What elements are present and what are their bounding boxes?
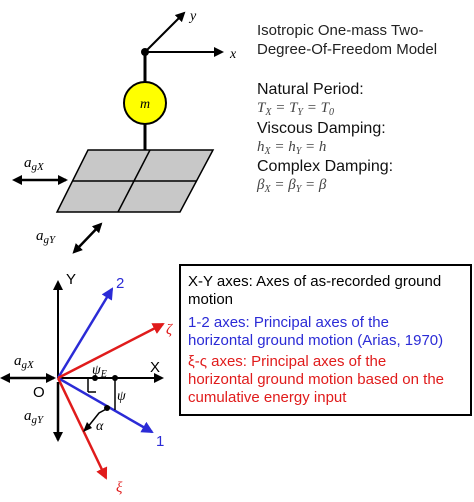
psi-dot	[112, 375, 118, 381]
legend-blue-line2: horizontal ground motion (Arias, 1970)	[188, 332, 443, 349]
model-title-line1: Isotropic One-mass Two-	[257, 22, 423, 39]
axis-2-blue	[56, 287, 114, 379]
model-description: Isotropic One-mass Two- Degree-Of-Freedo…	[256, 22, 437, 195]
model-agy-label: agY	[36, 228, 57, 246]
mass-circle	[123, 81, 167, 125]
model-agy-arrow	[72, 222, 103, 254]
legend-red-line1: ξ-ς axes: Principal axes of the	[188, 353, 386, 370]
axis-xi-red	[56, 377, 108, 480]
mass-label: m	[140, 97, 150, 112]
model-axis-x-label: x	[229, 47, 237, 62]
viscous-damping-label: Viscous Damping:	[257, 120, 386, 137]
agy-label: agY	[24, 408, 45, 426]
xi-label: ξ	[116, 480, 123, 496]
natural-period-eq: TX = TY = T0	[257, 100, 334, 118]
axis-1-label: 1	[156, 433, 164, 450]
viscous-damping-eq: hX = hY = h	[257, 139, 326, 157]
axis-zeta-red	[57, 322, 165, 380]
legend-black-line2: motion	[188, 291, 233, 308]
origin-label: O	[33, 384, 45, 401]
model-figure: y x m agX agY	[12, 9, 237, 254]
zeta-label: ζ	[166, 322, 173, 338]
complex-damping-label: Complex Damping:	[257, 158, 393, 175]
alpha-label: α	[96, 419, 104, 434]
legend-box: X-Y axes: Axes of as-recorded ground mot…	[179, 264, 472, 416]
psi-label: ψ	[117, 389, 126, 404]
alpha-arrowhead	[83, 422, 92, 432]
model-y-axis	[144, 11, 186, 53]
agx-label: agX	[14, 353, 35, 371]
legend-blue-line1: 1-2 axes: Principal axes of the	[188, 314, 389, 331]
axis-X-label: X	[150, 359, 160, 376]
axis-1-blue	[57, 376, 154, 434]
axis-Y-label: Y	[66, 271, 76, 288]
alpha-dot	[104, 405, 110, 411]
psiE-label: ψE	[92, 363, 107, 380]
model-axis-y-label: y	[188, 9, 197, 24]
model-agx-label: agX	[24, 155, 45, 173]
complex-damping-eq: βX = βY = β	[256, 177, 327, 195]
axis-2-label: 2	[116, 275, 124, 292]
base-plate-grid-v	[117, 149, 151, 213]
legend-red-line3: cumulative energy input	[188, 389, 347, 406]
legend-border	[179, 264, 472, 416]
psiE-dot	[92, 375, 98, 381]
model-title-line2: Degree-Of-Freedom Model	[257, 41, 437, 58]
legend-red-line2: horizontal ground motion based on the	[188, 371, 444, 388]
legend-black-line1: X-Y axes: Axes of as-recorded ground	[188, 273, 441, 290]
natural-period-label: Natural Period:	[257, 81, 364, 98]
axes-figure: Y X O 2 1 ζ ξ ψE ψ α agX agY	[0, 271, 173, 496]
